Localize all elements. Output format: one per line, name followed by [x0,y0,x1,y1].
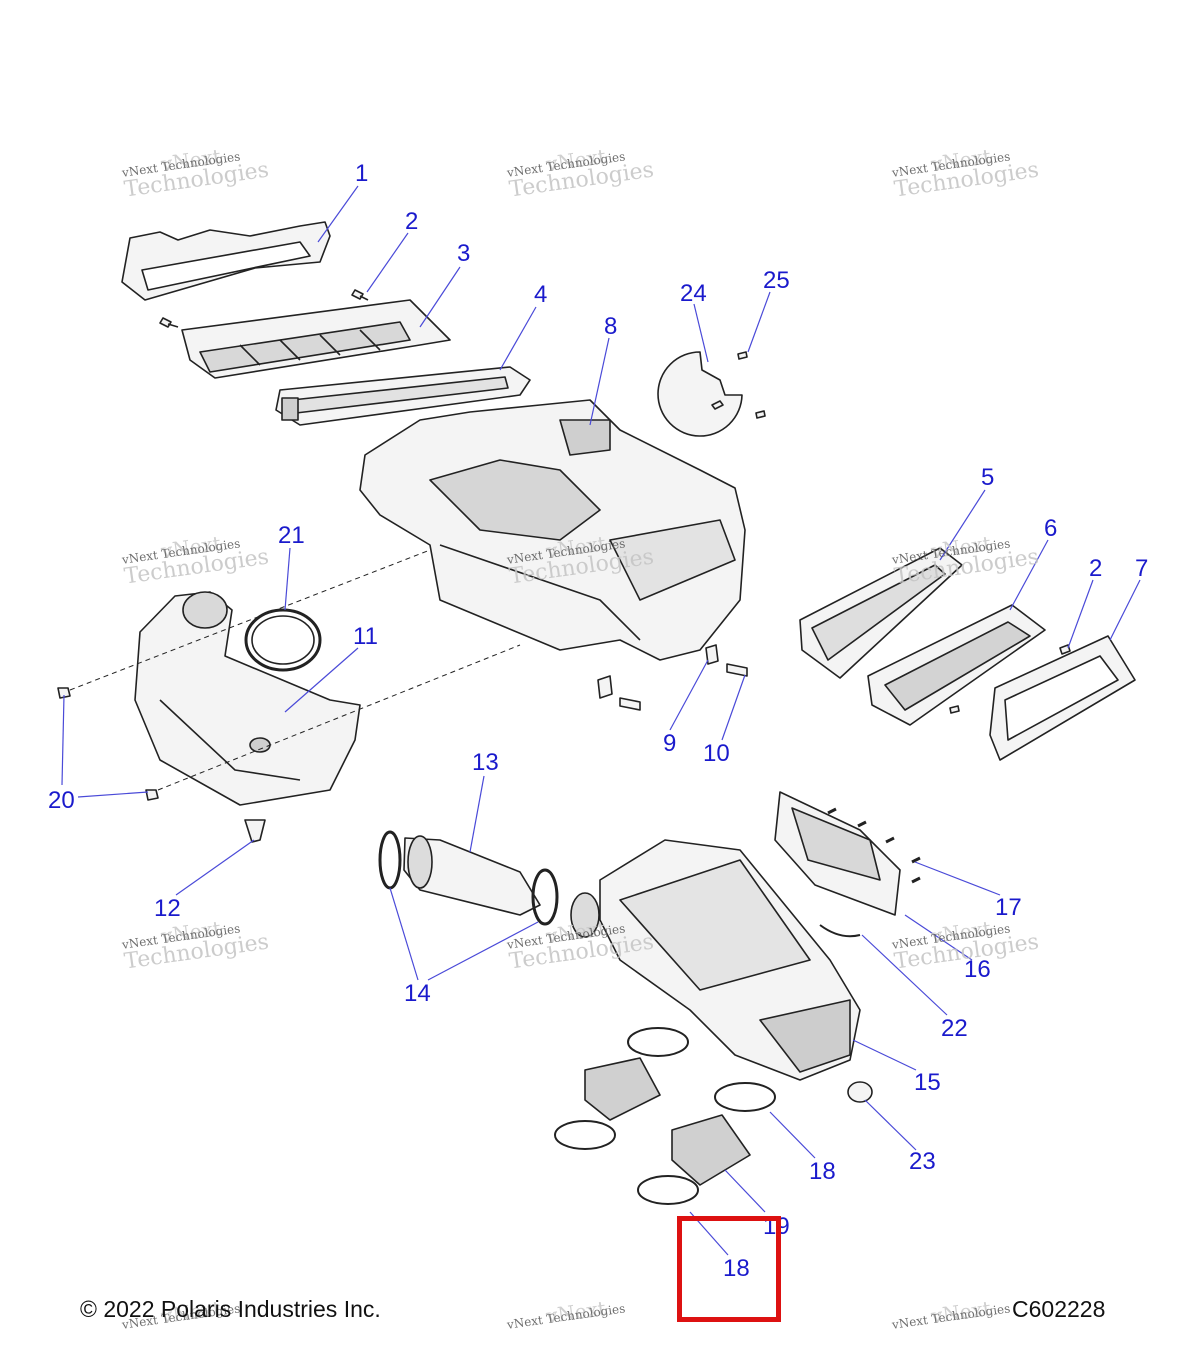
part-24-disc[interactable] [657,351,743,437]
figure-code: C602228 [1012,1296,1106,1322]
highlight-box [677,1216,781,1322]
part-20-screw[interactable] [57,687,159,801]
callout-15[interactable]: 15 [914,1069,941,1096]
part-22-seal[interactable] [819,924,861,938]
callout-10[interactable]: 10 [703,740,730,767]
part-7-gasket[interactable] [989,635,1136,761]
callout-8[interactable]: 8 [604,313,618,340]
callout-3[interactable]: 3 [457,240,471,267]
part-12-grommet[interactable] [244,819,266,843]
callout-14[interactable]: 14 [404,980,431,1007]
callout-17[interactable]: 17 [995,894,1022,921]
part-15-airbox-lower[interactable] [570,839,861,1081]
callout-9[interactable]: 9 [663,730,677,757]
callout-6[interactable]: 6 [1044,515,1058,542]
callout-24[interactable]: 24 [680,280,707,307]
part-16-filter[interactable] [774,791,901,916]
part-25-screw[interactable] [737,351,766,419]
part-21-clamp[interactable] [244,608,322,672]
callout-7[interactable]: 7 [1135,555,1149,582]
part-17-screw[interactable] [827,807,921,884]
part-5-frame[interactable] [799,547,963,679]
callout-18[interactable]: 18 [809,1158,836,1185]
callout-21[interactable]: 21 [278,522,305,549]
part-2-screw[interactable] [159,289,369,328]
callout-11[interactable]: 11 [353,623,378,650]
part-18-clamp[interactable] [554,1027,776,1205]
callout-2[interactable]: 2 [405,208,419,235]
callout-12[interactable]: 12 [154,895,181,922]
part-23-cap[interactable] [847,1081,873,1103]
callout-5[interactable]: 5 [981,464,995,491]
callout-25[interactable]: 25 [763,267,790,294]
part-6-grille[interactable] [867,604,1046,726]
callout-13[interactable]: 13 [472,749,499,776]
callout-18-lower[interactable]: 18 [723,1255,750,1282]
part-3-grille[interactable] [181,299,451,379]
copyright-text: © 2022 Polaris Industries Inc. [80,1296,381,1322]
part-13-boot[interactable] [403,835,541,916]
part-11-intake[interactable] [134,591,361,806]
part-airbox-upper[interactable] [359,399,746,661]
part-4-cover[interactable] [275,366,531,426]
callout-2-right[interactable]: 2 [1089,555,1103,582]
callout-20[interactable]: 20 [48,787,75,814]
part-1-gasket[interactable] [121,221,331,301]
callout-16[interactable]: 16 [964,956,991,983]
callout-22[interactable]: 22 [941,1015,968,1042]
part-19-coupler[interactable] [584,1057,751,1186]
part-9-clip[interactable] [597,644,719,699]
callout-1[interactable]: 1 [355,160,369,187]
part-10-screw[interactable] [619,663,748,711]
callout-23[interactable]: 23 [909,1148,936,1175]
part-2-screw-right[interactable] [949,644,1071,714]
callout-4[interactable]: 4 [534,281,548,308]
